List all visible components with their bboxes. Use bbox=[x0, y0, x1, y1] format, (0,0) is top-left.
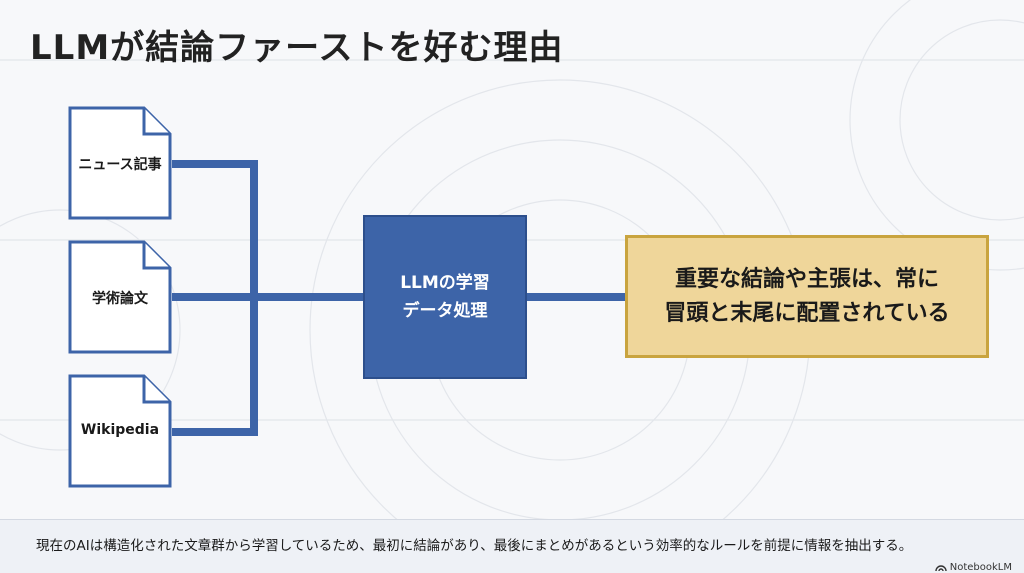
brand-watermark: NotebookLM bbox=[935, 562, 1012, 573]
process-line-1: LLMの学習 bbox=[400, 273, 490, 293]
llm-process-box: LLMの学習 データ処理 bbox=[363, 215, 527, 379]
document-icon bbox=[68, 240, 172, 354]
page-title: LLMが結論ファーストを好む理由 bbox=[30, 28, 564, 68]
connector-news bbox=[172, 160, 258, 297]
result-line-2: 冒頭と末尾に配置されている bbox=[664, 300, 950, 326]
source-label-news: ニュース記事 bbox=[78, 157, 162, 173]
source-doc-paper: 学術論文 bbox=[68, 240, 172, 354]
result-line-1: 重要な結論や主張は、常に bbox=[674, 266, 939, 292]
source-doc-news: ニュース記事 bbox=[68, 106, 172, 220]
connector-wiki bbox=[172, 297, 258, 436]
source-doc-wikipedia: Wikipedia bbox=[68, 374, 172, 488]
brand-name: NotebookLM bbox=[949, 562, 1012, 573]
footer-caption-bar: 現在のAIは構造化された文章群から学習しているため、最初に結論があり、最後にまと… bbox=[0, 519, 1024, 573]
document-icon bbox=[68, 106, 172, 220]
result-box: 重要な結論や主張は、常に 冒頭と末尾に配置されている bbox=[625, 235, 989, 358]
process-line-2: データ処理 bbox=[402, 301, 488, 321]
source-label-paper: 学術論文 bbox=[92, 291, 148, 307]
footer-caption: 現在のAIは構造化された文章群から学習しているため、最初に結論があり、最後にまと… bbox=[36, 538, 913, 554]
source-label-wikipedia: Wikipedia bbox=[80, 422, 160, 438]
notebooklm-logo-icon bbox=[935, 564, 947, 571]
document-icon bbox=[68, 374, 172, 488]
